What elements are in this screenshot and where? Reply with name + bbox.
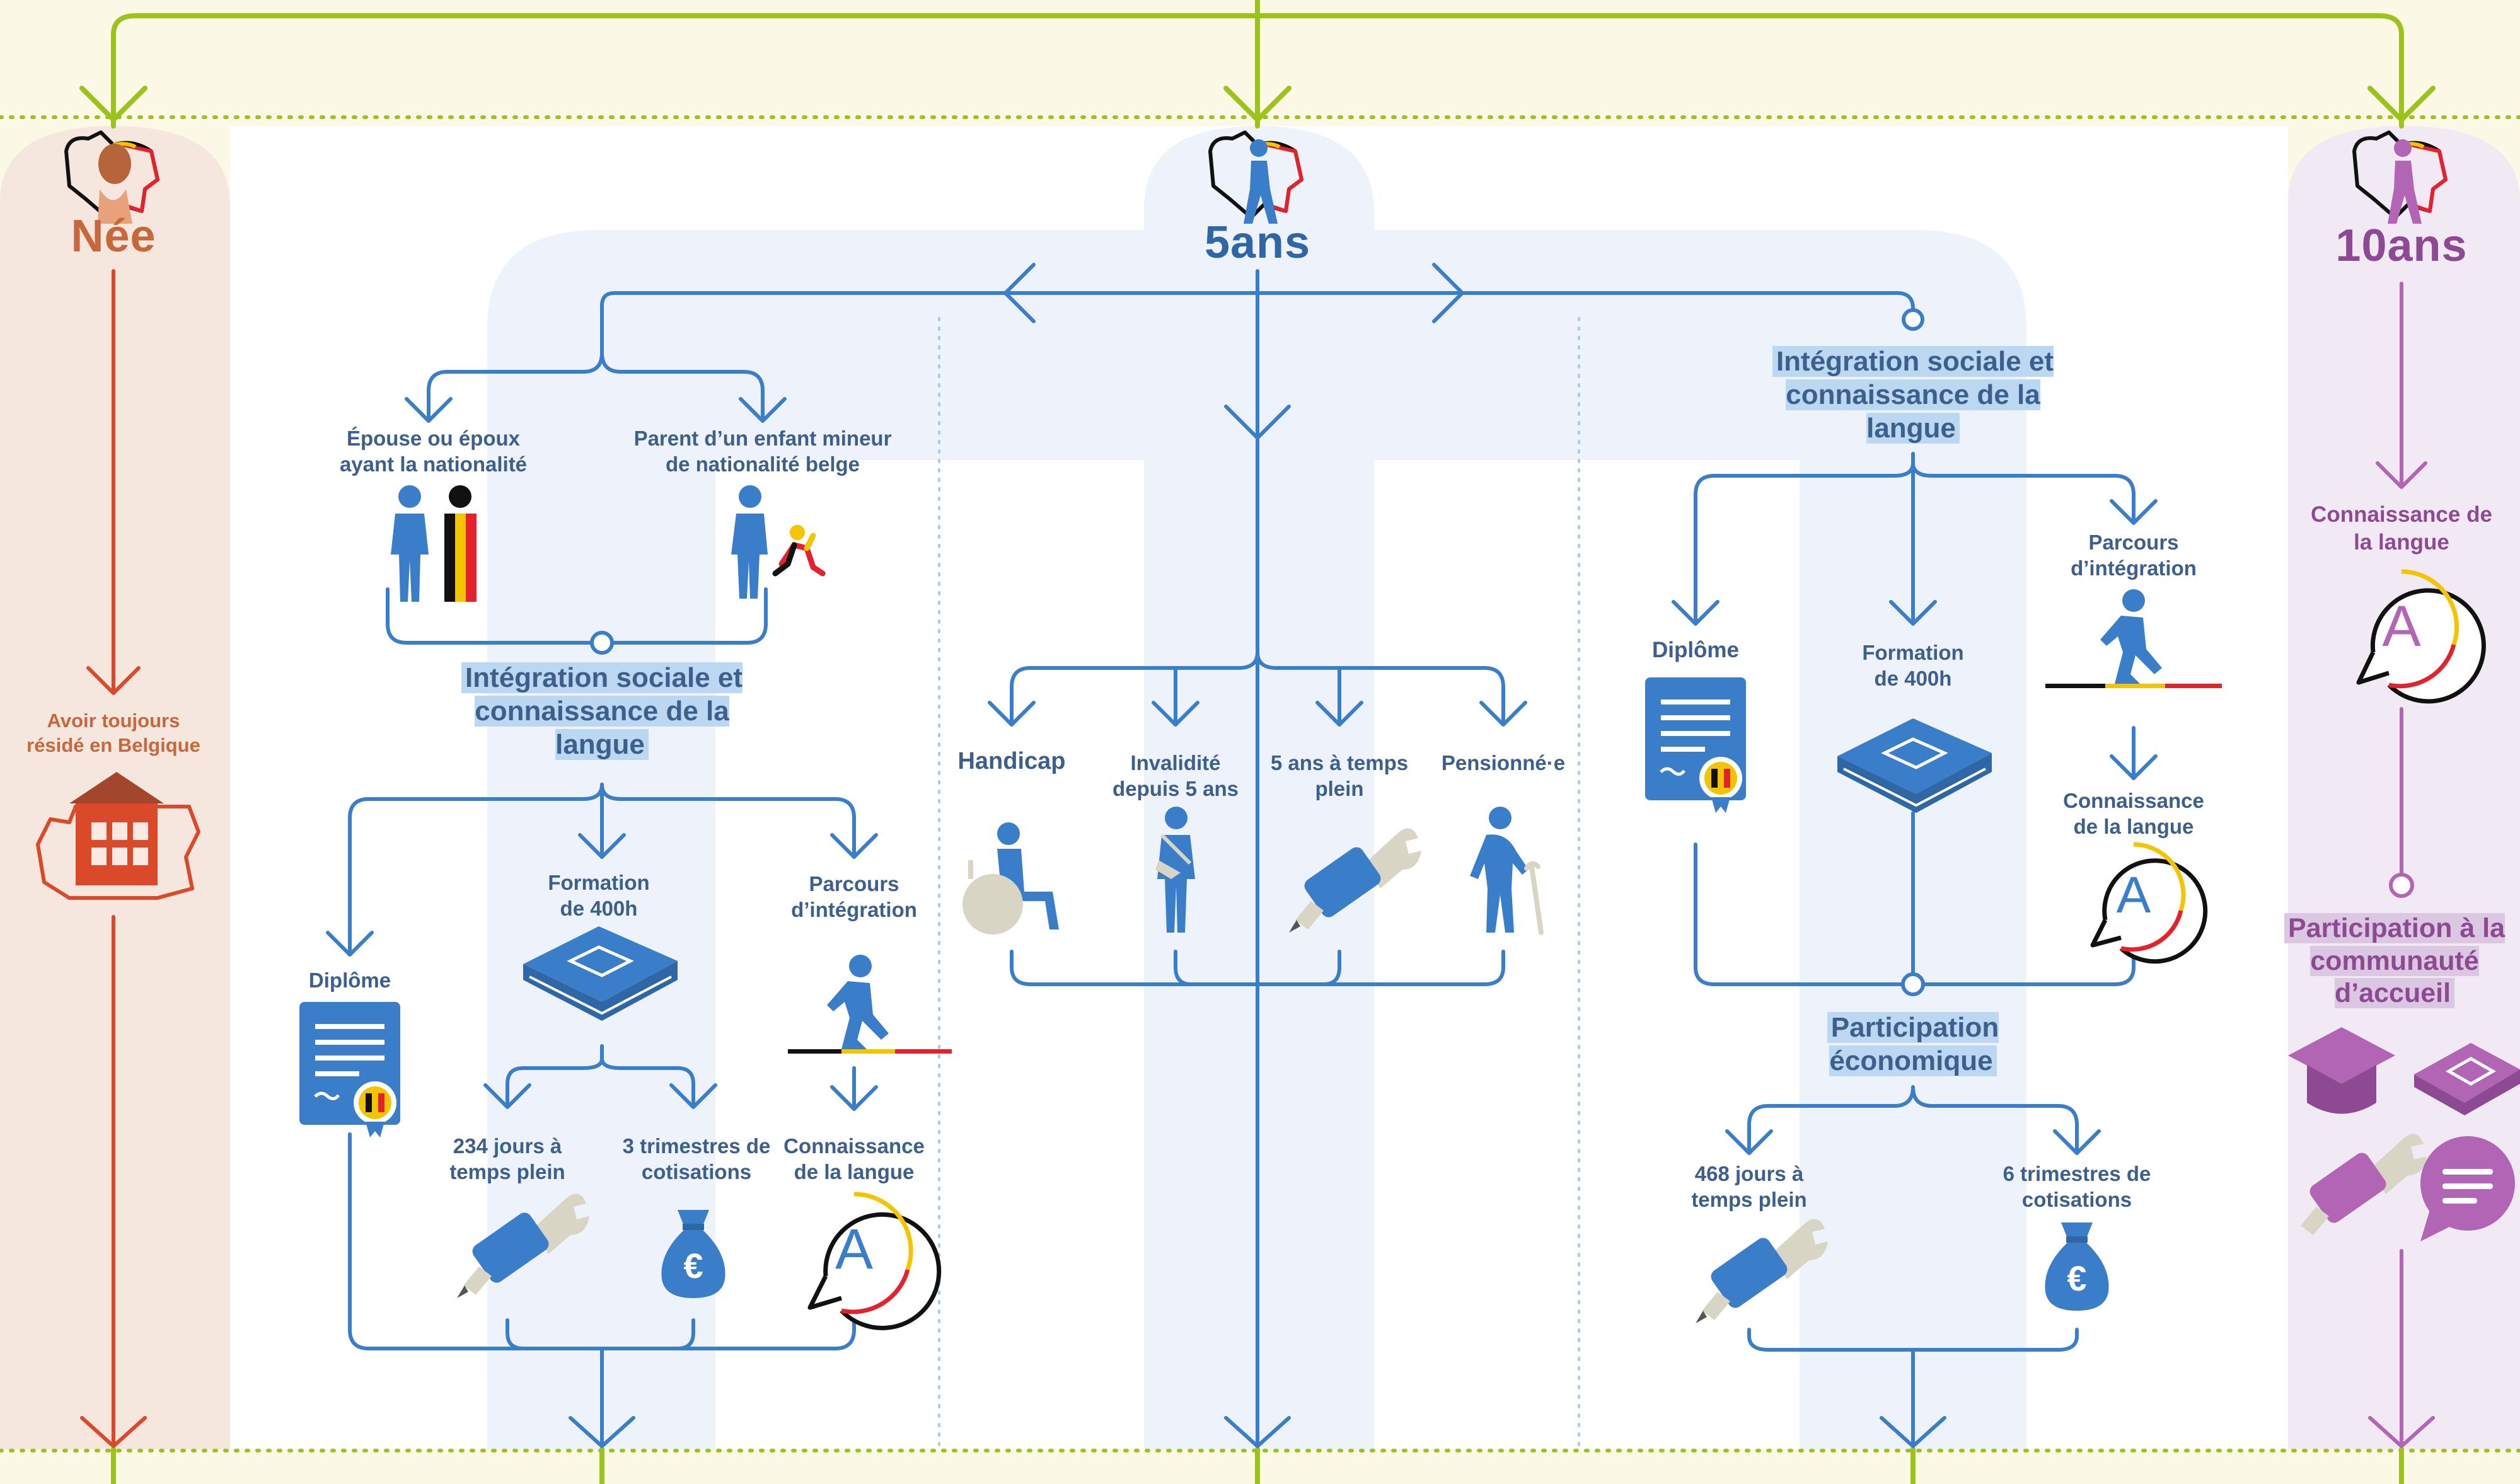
family-training-label: Formation de 400h — [548, 871, 650, 921]
diploma-icon — [299, 1002, 400, 1137]
ten-years-participation-text: Participation à la communauté d’accueil — [2284, 913, 2506, 1009]
five-years-belgium-map-icon — [1208, 130, 1303, 224]
invalidity-label: Invalidité depuis 5 ans — [1113, 751, 1239, 801]
spouse-label: Épouse ou époux ayant la nationalité — [339, 427, 528, 476]
ten-years-column-bg — [2288, 126, 2520, 1449]
born-belgium-map-icon — [64, 130, 159, 224]
five-years-flow-lines — [326, 263, 2158, 1448]
integration-path-label: Parcours d’intégration — [2071, 531, 2197, 580]
handicap-label: Handicap — [957, 748, 1066, 774]
born-condition: Avoir toujours résidé en Belgique — [6, 709, 221, 758]
money-bag-icon: € — [661, 1210, 725, 1298]
language-letter: A — [835, 1218, 873, 1281]
euro-symbol: € — [683, 1246, 703, 1286]
invalid-person-icon — [1155, 807, 1195, 933]
chat-bubble-icon — [2420, 1136, 2515, 1241]
economic-label: Participation économique — [1800, 1011, 2026, 1078]
born-column-lines — [80, 269, 147, 1448]
wheelchair-icon — [962, 822, 1059, 935]
ten-years-column-lines — [2368, 282, 2435, 1448]
family-integration-label: Intégration sociale et connaissance de l… — [438, 662, 766, 761]
born-title: Née — [71, 211, 156, 262]
five-years-title: 5ans — [1204, 217, 1311, 268]
book-icon — [1837, 718, 1992, 813]
language-bubble-icon: A — [2356, 569, 2486, 704]
integration-label: Intégration sociale et connaissance de l… — [1759, 345, 2067, 445]
parent-label: Parent d’un enfant mineur de nationalité… — [633, 427, 892, 476]
integration-diploma-label: Diplôme — [1651, 638, 1740, 662]
born-condition-text: Avoir toujours résidé en Belgique — [26, 710, 200, 756]
language-bubble-icon: A — [2090, 842, 2208, 964]
family-path-label: Parcours d’intégration — [791, 872, 917, 922]
vertical-separators — [938, 317, 1580, 1451]
language-bubble-icon: A — [807, 1192, 942, 1330]
separators — [0, 115, 2520, 1452]
work-tool-icon — [457, 1194, 589, 1298]
purple-work-tool-icon — [2301, 1134, 2427, 1235]
ten-years-title: 10ans — [2335, 221, 2468, 271]
language-letter: A — [2382, 594, 2421, 659]
integration-path-icon — [2045, 589, 2222, 688]
work-tool-icon — [1696, 1219, 1828, 1323]
integration-path-icon — [788, 955, 952, 1054]
house-icon — [36, 772, 200, 900]
integration-training-label: Formation de 400h — [1862, 641, 1964, 691]
family-language-label: Connaissance de la langue — [783, 1134, 925, 1184]
money-bag-icon: € — [2045, 1222, 2109, 1311]
ten-years-belgium-map-icon — [2352, 130, 2448, 224]
ten-years-language-label: Connaissance de la langue — [2311, 502, 2492, 555]
family-integration-text: Intégration sociale et connaissance de l… — [461, 662, 743, 760]
ten-years-participation-label: Participation à la communauté d’accueil — [2269, 912, 2520, 1010]
fulltime-label: 5 ans à temps plein — [1270, 751, 1409, 801]
integration-text: Intégration sociale et connaissance de l… — [1772, 346, 2054, 444]
integration-days-label: 468 jours à temps plein — [1691, 1162, 1807, 1212]
integration-language-label: Connaissance de la langue — [2063, 789, 2204, 839]
graduation-cap-icon — [2288, 1027, 2395, 1114]
language-letter: A — [2117, 866, 2151, 924]
book-icon — [523, 926, 678, 1021]
purple-book-icon — [2414, 1043, 2520, 1115]
economic-text: Participation économique — [1827, 1012, 1999, 1076]
family-quarters-label: 3 trimestres de cotisations — [622, 1134, 771, 1184]
diploma-icon — [1645, 677, 1746, 813]
pension-label: Pensionné·e — [1441, 751, 1566, 774]
pensioner-icon — [1470, 807, 1544, 935]
family-days-label: 234 jours à temps plein — [449, 1134, 565, 1184]
family-diploma-label: Diplôme — [308, 969, 391, 992]
parent-child-icon — [731, 485, 826, 599]
work-tool-icon — [1289, 828, 1421, 933]
spouses-icon — [391, 485, 477, 602]
top-green-connector — [79, 0, 2436, 1484]
integration-quarters-label: 6 trimestres de cotisations — [2003, 1162, 2151, 1212]
euro-symbol: € — [2067, 1258, 2086, 1298]
